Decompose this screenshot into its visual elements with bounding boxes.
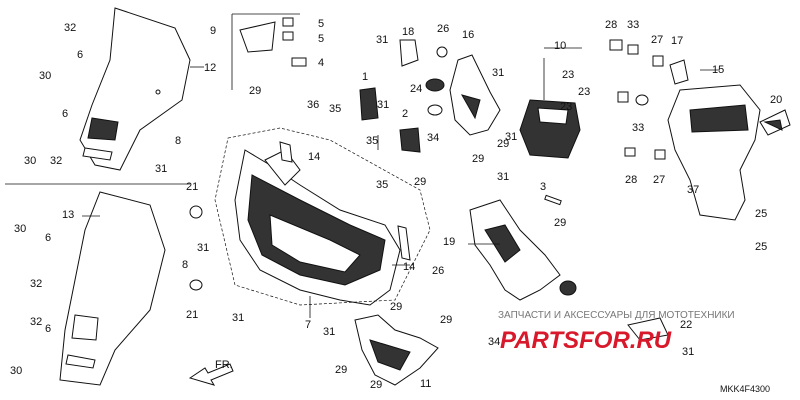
callout-numbers: 1 2 3 4 5 5 6 6 6 6 7 8 8 9 10 11 12 13 … bbox=[10, 18, 782, 391]
callout-11: 11 bbox=[420, 378, 431, 390]
callout-7: 7 bbox=[305, 319, 311, 331]
callout-6d: 6 bbox=[45, 323, 51, 335]
callout-26a: 26 bbox=[437, 23, 449, 35]
callout-32a: 32 bbox=[64, 22, 76, 34]
callout-6c: 6 bbox=[45, 232, 51, 244]
switch-kit bbox=[231, 13, 307, 90]
callout-23a: 23 bbox=[562, 69, 574, 81]
callout-29i: 29 bbox=[370, 379, 382, 391]
leader-lines bbox=[82, 47, 720, 318]
callout-32c: 32 bbox=[30, 278, 42, 290]
callout-35c: 35 bbox=[376, 179, 388, 191]
callout-12: 12 bbox=[204, 62, 216, 74]
callout-22: 22 bbox=[680, 319, 692, 331]
callout-30c: 30 bbox=[14, 223, 26, 235]
callout-31e: 31 bbox=[232, 312, 244, 324]
callout-35a: 35 bbox=[329, 103, 341, 115]
callout-31c: 31 bbox=[155, 163, 167, 175]
lower-cover bbox=[354, 314, 439, 386]
callout-21b: 21 bbox=[186, 309, 198, 321]
callout-36: 36 bbox=[307, 99, 319, 111]
callout-27b: 27 bbox=[653, 174, 665, 186]
callout-2: 2 bbox=[402, 108, 408, 120]
callout-6b: 6 bbox=[62, 108, 68, 120]
callout-23c: 23 bbox=[560, 101, 572, 113]
callout-35b: 35 bbox=[366, 135, 378, 147]
callout-27a: 27 bbox=[651, 34, 663, 46]
front-label: FR. bbox=[215, 359, 233, 371]
callout-31i: 31 bbox=[377, 99, 389, 111]
callout-24: 24 bbox=[410, 83, 422, 95]
callout-23b: 23 bbox=[578, 86, 590, 98]
callout-32b: 32 bbox=[50, 155, 62, 167]
callout-17: 17 bbox=[671, 35, 683, 47]
callout-33b: 33 bbox=[632, 122, 644, 134]
callout-34b: 34 bbox=[488, 336, 500, 348]
callout-32d: 32 bbox=[30, 316, 42, 328]
callout-19: 19 bbox=[443, 236, 455, 248]
meter-stay bbox=[667, 84, 791, 221]
front-arrow-icon: FR. bbox=[188, 359, 234, 386]
callout-29c: 29 bbox=[472, 153, 484, 165]
callout-16: 16 bbox=[462, 29, 474, 41]
callout-25b: 25 bbox=[755, 241, 767, 253]
callout-29f: 29 bbox=[440, 314, 452, 326]
mirror-stay bbox=[449, 54, 501, 136]
callout-1: 1 bbox=[362, 71, 368, 83]
callout-10: 10 bbox=[554, 40, 566, 52]
callout-25a: 25 bbox=[755, 208, 767, 220]
callout-14b: 14 bbox=[403, 261, 415, 273]
callout-20: 20 bbox=[770, 94, 782, 106]
callout-31a: 31 bbox=[376, 34, 388, 46]
front-cowl-assembly bbox=[214, 127, 431, 306]
watermark-caption: ЗАПЧАСТИ И АКСЕССУАРЫ ДЛЯ МОТОТЕХНИКИ bbox=[498, 310, 735, 321]
callout-31h: 31 bbox=[682, 346, 694, 358]
callout-37: 37 bbox=[687, 184, 699, 196]
fasteners bbox=[189, 39, 783, 341]
callout-6a: 6 bbox=[77, 49, 83, 61]
callout-29g: 29 bbox=[390, 301, 402, 313]
callout-31d: 31 bbox=[197, 242, 209, 254]
callout-9: 9 bbox=[210, 25, 216, 37]
callout-26b: 26 bbox=[432, 265, 444, 277]
watermark-logo: PARTSFOR.RU bbox=[500, 327, 672, 354]
callout-31j: 31 bbox=[505, 131, 517, 143]
callout-33a: 33 bbox=[627, 19, 639, 31]
callout-30b: 30 bbox=[24, 155, 36, 167]
upper-windscreen bbox=[79, 7, 191, 171]
callout-8b: 8 bbox=[182, 259, 188, 271]
callout-29b: 29 bbox=[414, 176, 426, 188]
center-bracket bbox=[469, 194, 562, 301]
watermark: ЗАПЧАСТИ И АКСЕССУАРЫ ДЛЯ МОТОТЕХНИКИ PA… bbox=[498, 310, 735, 354]
callout-18: 18 bbox=[402, 26, 414, 38]
callout-31f: 31 bbox=[323, 326, 335, 338]
callout-4: 4 bbox=[318, 57, 324, 69]
callout-5b: 5 bbox=[318, 33, 324, 45]
callout-13: 13 bbox=[62, 209, 74, 221]
callout-14a: 14 bbox=[308, 151, 320, 163]
callout-30a: 30 bbox=[39, 70, 51, 82]
callout-28a: 28 bbox=[605, 19, 617, 31]
instrument-panel bbox=[519, 99, 581, 159]
callout-29h: 29 bbox=[335, 364, 347, 376]
callout-5a: 5 bbox=[318, 18, 324, 30]
callout-8a: 8 bbox=[175, 135, 181, 147]
callout-30d: 30 bbox=[10, 365, 22, 377]
callout-21a: 21 bbox=[186, 181, 198, 193]
callout-28b: 28 bbox=[625, 174, 637, 186]
lower-windscreen bbox=[59, 191, 166, 386]
callout-29d: 29 bbox=[497, 138, 509, 150]
callout-3: 3 bbox=[540, 181, 546, 193]
callout-31b: 31 bbox=[492, 67, 504, 79]
diagram-code: MKK4F4300 bbox=[720, 384, 770, 394]
callout-34a: 34 bbox=[427, 132, 439, 144]
callout-29a: 29 bbox=[249, 85, 261, 97]
callout-29e: 29 bbox=[554, 217, 566, 229]
callout-31g: 31 bbox=[497, 171, 509, 183]
callout-15: 15 bbox=[712, 64, 724, 76]
